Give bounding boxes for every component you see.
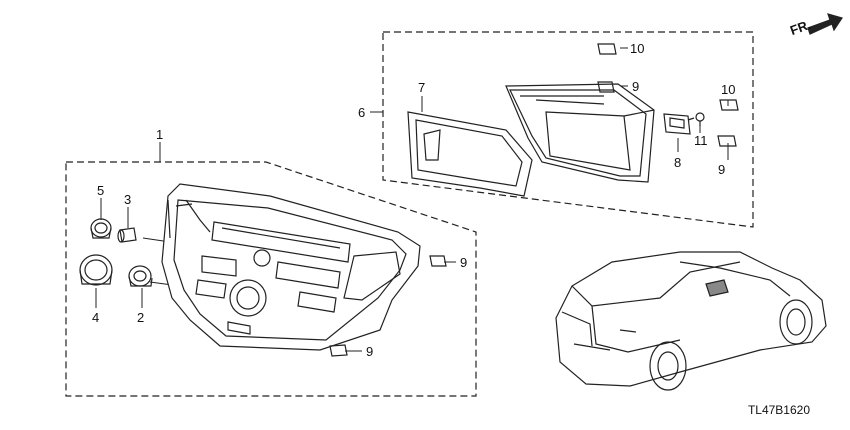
group-outline-6 [382, 31, 754, 228]
callout-10-top: 10 [630, 41, 645, 56]
knob-4 [79, 254, 113, 286]
callout-5: 5 [97, 183, 105, 198]
callout-10-right: 10 [721, 82, 736, 97]
callout-9-bottom: 9 [366, 344, 374, 359]
diagram-code: TL47B1620 [747, 403, 810, 417]
callout-2: 2 [137, 310, 145, 325]
clip-10-right [719, 99, 739, 111]
callout-6: 6 [358, 105, 366, 120]
callout-7: 7 [418, 80, 426, 95]
callout-8: 8 [674, 155, 682, 170]
callout-9-top: 9 [632, 79, 640, 94]
display-bezel-7 [407, 111, 533, 197]
clip-9-bottom [329, 344, 348, 357]
knob-3 [117, 227, 137, 243]
callout-9-right: 9 [718, 162, 726, 177]
display-unit-6 [505, 83, 655, 183]
front-arrow [807, 13, 843, 35]
callout-4: 4 [92, 310, 100, 325]
clip-10-top [597, 43, 617, 55]
clip-9-right [429, 255, 447, 267]
callout-3: 3 [124, 192, 132, 207]
callout-11: 11 [694, 133, 708, 148]
bracket-8 [663, 113, 695, 135]
knob-2 [128, 265, 153, 287]
center-panel [161, 183, 421, 351]
callout-1: 1 [156, 127, 164, 142]
callout-9-panel: 9 [460, 255, 468, 270]
knob-5 [90, 218, 112, 239]
clip-9-right-top [717, 135, 737, 147]
vehicle-outline [555, 251, 827, 391]
clip-9-top [597, 81, 615, 93]
screw-11 [695, 112, 705, 126]
group-outline-1 [65, 161, 477, 397]
